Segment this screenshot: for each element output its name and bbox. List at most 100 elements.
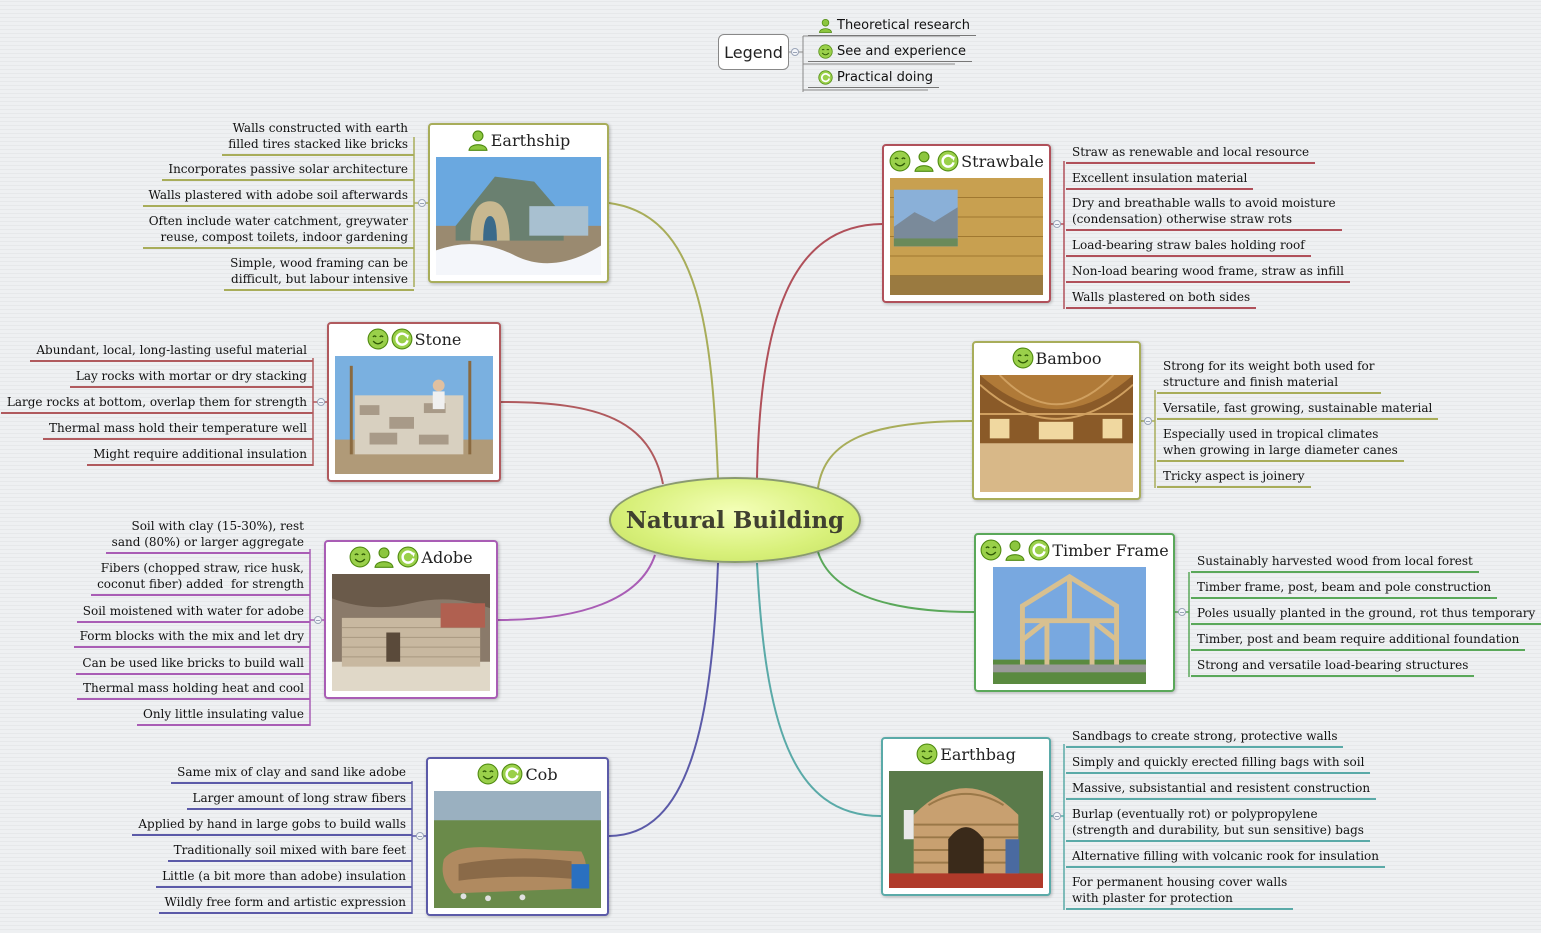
refresh-icon xyxy=(937,150,959,172)
adobe-note-2[interactable]: Fibers (chopped straw, rice husk, coconu… xyxy=(91,560,310,596)
topic-adobe[interactable]: Adobe xyxy=(324,540,498,699)
timber-note-5[interactable]: Strong and versatile load-bearing struct… xyxy=(1191,657,1475,677)
adobe-collapse-toggle[interactable] xyxy=(314,616,322,624)
strawbale-collapse-toggle[interactable] xyxy=(1053,220,1061,228)
cob-note-4[interactable]: Traditionally soil mixed with bare feet xyxy=(167,842,412,862)
bamboo-collapse-toggle[interactable] xyxy=(1144,417,1152,425)
topic-header: Bamboo xyxy=(974,343,1139,373)
bamboo-note-1[interactable]: Strong for its weight both used for stru… xyxy=(1157,358,1381,394)
stone-photo xyxy=(335,356,493,474)
earthbag-note-6[interactable]: For permanent housing cover walls with p… xyxy=(1066,874,1294,910)
strawbale-note-2[interactable]: Excellent insulation material xyxy=(1066,170,1254,190)
adobe-note-5[interactable]: Can be used like bricks to build wall xyxy=(76,655,310,675)
topic-timber-frame[interactable]: Timber Frame xyxy=(974,533,1175,692)
earthbag-collapse-toggle[interactable] xyxy=(1053,812,1061,820)
cob-note-3[interactable]: Applied by hand in large gobs to build w… xyxy=(132,816,412,836)
topic-header: Cob xyxy=(428,759,607,789)
adobe-note-3[interactable]: Soil moistened with water for adobe xyxy=(76,603,310,623)
topic-header: Earthbag xyxy=(883,739,1049,769)
timber-note-4[interactable]: Timber, post and beam require additional… xyxy=(1191,631,1526,651)
topic-header: Timber Frame xyxy=(976,535,1173,565)
legend-node[interactable]: Legend xyxy=(718,34,789,70)
topic-title: Cob xyxy=(525,764,558,784)
adobe-photo xyxy=(332,574,490,691)
topic-title: Bamboo xyxy=(1035,348,1102,368)
smiley-icon xyxy=(980,539,1002,561)
timber-note-1[interactable]: Sustainably harvested wood from local fo… xyxy=(1191,553,1479,573)
stone-note-1[interactable]: Abundant, local, long-lasting useful mat… xyxy=(30,342,313,362)
topic-title: Earthship xyxy=(490,130,571,150)
person-icon xyxy=(1005,540,1025,561)
adobe-note-6[interactable]: Thermal mass holding heat and cool xyxy=(77,680,310,700)
earthbag-note-3[interactable]: Massive, subsistantial and resistent con… xyxy=(1066,780,1377,800)
timber-frame-collapse-toggle[interactable] xyxy=(1178,608,1186,616)
timber-frame-photo xyxy=(993,567,1146,684)
refresh-icon xyxy=(1028,539,1050,561)
central-topic[interactable]: Natural Building xyxy=(609,477,861,563)
smiley-icon xyxy=(349,546,371,568)
bamboo-note-4[interactable]: Tricky aspect is joinery xyxy=(1157,468,1311,488)
legend-item-experience[interactable]: See and experience xyxy=(808,44,973,62)
earthbag-note-1[interactable]: Sandbags to create strong, protective wa… xyxy=(1066,728,1344,748)
topic-header: Earthship xyxy=(430,125,607,155)
smiley-icon xyxy=(818,44,833,59)
legend-item-practical[interactable]: Practical doing xyxy=(808,70,939,88)
topic-header: Adobe xyxy=(326,542,496,572)
topic-title: Stone xyxy=(414,329,462,349)
cob-photo xyxy=(434,791,601,908)
adobe-note-7[interactable]: Only little insulating value xyxy=(136,706,310,726)
earthship-collapse-toggle[interactable] xyxy=(418,199,426,207)
topic-title: Timber Frame xyxy=(1052,540,1169,560)
person-icon xyxy=(374,547,394,568)
adobe-note-4[interactable]: Form blocks with the mix and let dry xyxy=(73,628,310,648)
topic-header: Stone xyxy=(329,324,499,354)
earthship-note-3[interactable]: Walls plastered with adobe soil afterwar… xyxy=(142,187,414,207)
refresh-icon xyxy=(397,546,419,568)
earthbag-photo xyxy=(889,771,1043,888)
adobe-note-1[interactable]: Soil with clay (15-30%), rest sand (80%)… xyxy=(105,518,310,554)
person-icon xyxy=(914,151,934,172)
strawbale-note-4[interactable]: Load-bearing straw bales holding roof xyxy=(1066,237,1311,257)
smiley-icon xyxy=(916,743,938,765)
earthship-note-2[interactable]: Incorporates passive solar architecture xyxy=(162,161,414,181)
topic-bamboo[interactable]: Bamboo xyxy=(972,341,1141,500)
timber-note-2[interactable]: Timber frame, post, beam and pole constr… xyxy=(1191,579,1498,599)
earthship-note-1[interactable]: Walls constructed with earth filled tire… xyxy=(222,120,414,156)
smiley-icon xyxy=(367,328,389,350)
cob-note-5[interactable]: Little (a bit more than adobe) insulatio… xyxy=(156,868,412,888)
stone-note-4[interactable]: Thermal mass hold their temperature well xyxy=(43,420,313,440)
stone-note-2[interactable]: Lay rocks with mortar or dry stacking xyxy=(69,368,313,388)
earthbag-note-5[interactable]: Alternative filling with volcanic rook f… xyxy=(1066,848,1385,868)
stone-collapse-toggle[interactable] xyxy=(317,398,325,406)
cob-note-6[interactable]: Wildly free form and artistic expression xyxy=(158,894,412,914)
strawbale-note-1[interactable]: Straw as renewable and local resource xyxy=(1066,144,1316,164)
topic-stone[interactable]: Stone xyxy=(327,322,501,482)
legend-item-theoretical[interactable]: Theoretical research xyxy=(808,18,976,36)
strawbale-note-5[interactable]: Non-load bearing wood frame, straw as in… xyxy=(1066,263,1350,283)
earthship-note-5[interactable]: Simple, wood framing can be difficult, b… xyxy=(224,255,414,291)
topic-header: Strawbale xyxy=(884,146,1049,176)
earthbag-note-2[interactable]: Simply and quickly erected filling bags … xyxy=(1066,754,1371,774)
topic-cob[interactable]: Cob xyxy=(426,757,609,916)
bamboo-photo xyxy=(980,375,1133,492)
topic-earthbag[interactable]: Earthbag xyxy=(881,737,1051,896)
topic-strawbale[interactable]: Strawbale xyxy=(882,144,1051,303)
stone-note-5[interactable]: Might require additional insulation xyxy=(87,446,313,466)
bamboo-note-2[interactable]: Versatile, fast growing, sustainable mat… xyxy=(1157,400,1439,420)
strawbale-note-3[interactable]: Dry and breathable walls to avoid moistu… xyxy=(1066,195,1342,231)
topic-earthship[interactable]: Earthship xyxy=(428,123,609,283)
cob-collapse-toggle[interactable] xyxy=(416,832,424,840)
strawbale-note-6[interactable]: Walls plastered on both sides xyxy=(1066,289,1257,309)
stone-note-3[interactable]: Large rocks at bottom, overlap them for … xyxy=(0,394,313,414)
earthbag-note-4[interactable]: Burlap (eventually rot) or polypropylene… xyxy=(1066,806,1370,842)
topic-title: Strawbale xyxy=(961,151,1044,171)
cob-note-1[interactable]: Same mix of clay and sand like adobe xyxy=(171,764,412,784)
legend-collapse-toggle[interactable] xyxy=(791,48,799,56)
refresh-icon xyxy=(818,70,833,85)
cob-note-2[interactable]: Larger amount of long straw fibers xyxy=(186,790,412,810)
timber-note-3[interactable]: Poles usually planted in the ground, rot… xyxy=(1191,605,1541,625)
earthship-note-4[interactable]: Often include water catchment, greywater… xyxy=(142,213,414,249)
bamboo-note-3[interactable]: Especially used in tropical climates whe… xyxy=(1157,426,1404,462)
strawbale-photo xyxy=(890,178,1043,295)
topic-title: Adobe xyxy=(421,547,473,567)
